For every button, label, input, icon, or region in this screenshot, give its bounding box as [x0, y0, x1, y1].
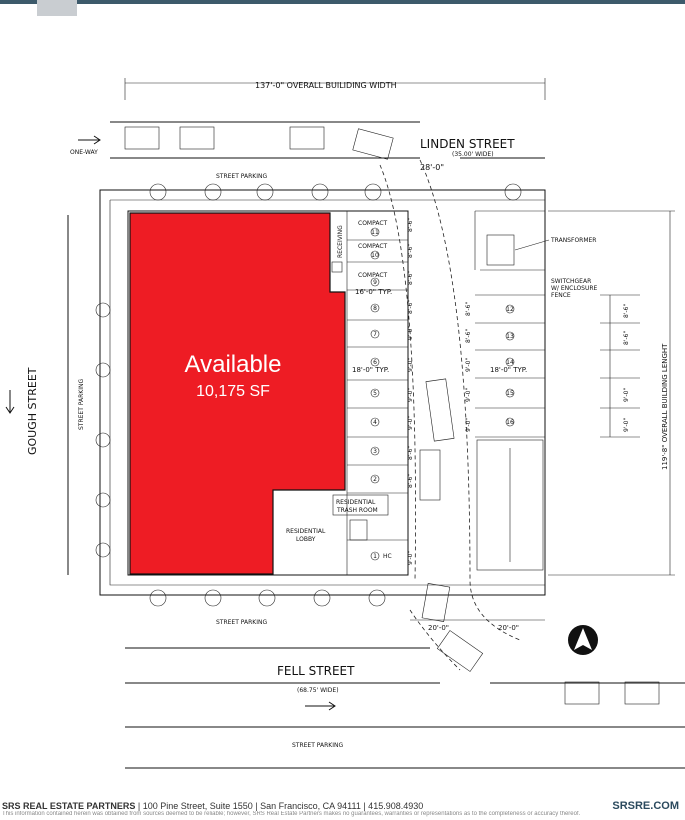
one-way-label: ONE-WAY	[70, 149, 98, 156]
transformer-label: TRANSFORMER	[550, 237, 596, 244]
trash-room-label: TRASH ROOM	[336, 507, 378, 514]
dim-label: 8'-6"	[407, 300, 414, 314]
dim-label: 8'-6"	[623, 331, 630, 345]
dim-label: 8'-6"	[623, 304, 630, 318]
street-parking-bottom-label: STREET PARKING	[292, 742, 343, 749]
stall-number: 2	[373, 476, 377, 483]
dim-label: 9'-0"	[623, 388, 630, 402]
stall-number: 8	[373, 305, 377, 312]
receiving-door-icon	[331, 261, 343, 273]
site-plan: 137'-0" OVERALL BUILIDING WIDTH ONE-WAY …	[5, 78, 685, 769]
stall-number: 14	[506, 359, 514, 366]
gough-street-label: GOUGH STREET	[26, 367, 39, 455]
residential-trash-label: RESIDENTIAL	[336, 499, 376, 506]
compact-label-2: COMPACT	[358, 243, 388, 250]
stall-number: 10	[371, 252, 379, 259]
residential-lobby-label-1: RESIDENTIAL	[286, 528, 326, 535]
stall-number: 5	[373, 390, 377, 397]
one-way-arrow-icon	[78, 135, 101, 145]
dim-label: 9'-0"	[465, 388, 472, 402]
dim-28-label: 28'-0"	[420, 163, 444, 172]
available-area: 10,175 SF	[196, 383, 270, 400]
stall-number: 4	[373, 419, 377, 426]
stall-number: 12	[506, 306, 514, 313]
down-arrow-icon	[5, 390, 15, 414]
compact-label-1: COMPACT	[358, 220, 388, 227]
dim-label: 8'-6"	[407, 474, 414, 488]
footer-disclaimer: This information contained herein was ob…	[2, 811, 581, 817]
stall-number: 13	[506, 333, 514, 340]
footer: SRS REAL ESTATE PARTNERS | 100 Pine Stre…	[0, 800, 685, 820]
dim-label: 8'-6"	[465, 329, 472, 343]
switchgear-label-3: FENCE	[551, 292, 571, 299]
typ-18-right-label: 18'-0" TYP.	[490, 366, 527, 374]
dim-label: 9'-0"	[623, 418, 630, 432]
dim-20-right-label: 20'-0"	[498, 624, 519, 632]
stall-number: 6	[373, 359, 377, 366]
hatched-area	[349, 519, 368, 541]
receiving-label: RECEIVING	[337, 225, 344, 258]
footer-contact: SRS REAL ESTATE PARTNERS | 100 Pine Stre…	[2, 801, 424, 811]
stall-number: 9	[373, 279, 377, 286]
dim-20-left-label: 20'-0"	[428, 624, 449, 632]
street-parking-left-label: STREET PARKING	[78, 379, 85, 430]
available-space-area	[129, 212, 346, 575]
typ-18-left-label: 18'-0" TYP.	[352, 366, 389, 374]
street-parking-top-label: STREET PARKING	[216, 173, 267, 180]
dim-label: 9'-0"	[465, 418, 472, 432]
top-bar	[0, 0, 685, 4]
dim-label: 8'-6"	[407, 244, 414, 258]
residential-lobby-label-2: LOBBY	[296, 536, 316, 543]
switchgear-label-1: SWITCHGEAR	[551, 278, 591, 285]
available-title: Available	[185, 351, 282, 378]
fell-street-label: FELL STREET	[277, 664, 355, 678]
dim-label: 8'-6"	[407, 446, 414, 460]
typ-16-label: 16'-0" TYP.	[355, 288, 392, 296]
stall-number: 7	[373, 331, 377, 338]
overall-width-label: 137'-0" OVERALL BUILIDING WIDTH	[255, 81, 397, 90]
overall-length-label: 119'-8" OVERALL BUILDING LENGHT	[661, 343, 669, 470]
dim-label: 9'-0"	[407, 551, 414, 565]
linden-width-label: (35.00' WIDE)	[452, 151, 494, 158]
company-address: 100 Pine Street, Suite 1550 | San Franci…	[142, 801, 424, 811]
fell-width-label: (68.75' WIDE)	[297, 687, 339, 694]
stall-number: 1	[373, 553, 377, 560]
stall-number: 3	[373, 448, 377, 455]
page-tab	[37, 0, 77, 16]
switchgear-label-2: W/ ENCLOSURE	[551, 285, 598, 292]
company-name: SRS REAL ESTATE PARTNERS	[2, 801, 136, 811]
dim-label: 8'-6"	[407, 271, 414, 285]
dim-label: 9'-0"	[407, 326, 414, 340]
dim-label: 9'-0"	[407, 388, 414, 402]
north-arrow-icon	[568, 625, 598, 655]
stall-number: 15	[506, 390, 514, 397]
compact-label-3: COMPACT	[358, 272, 388, 279]
dim-label: 8'-6"	[407, 218, 414, 232]
hc-label: HC	[383, 553, 392, 560]
linden-street-label: LINDEN STREET	[420, 137, 515, 151]
stall-number: 11	[371, 229, 379, 236]
one-way-arrow-icon	[305, 701, 336, 711]
website-link[interactable]: SRSRE.COM	[612, 800, 679, 812]
street-parking-mid-label: STREET PARKING	[216, 619, 267, 626]
dim-label: 8'-6"	[465, 302, 472, 316]
stall-number: 16	[506, 419, 514, 426]
dim-label: 9'-0"	[407, 358, 414, 372]
dim-label: 9'-0"	[407, 416, 414, 430]
dim-label: 9'-0"	[465, 358, 472, 372]
